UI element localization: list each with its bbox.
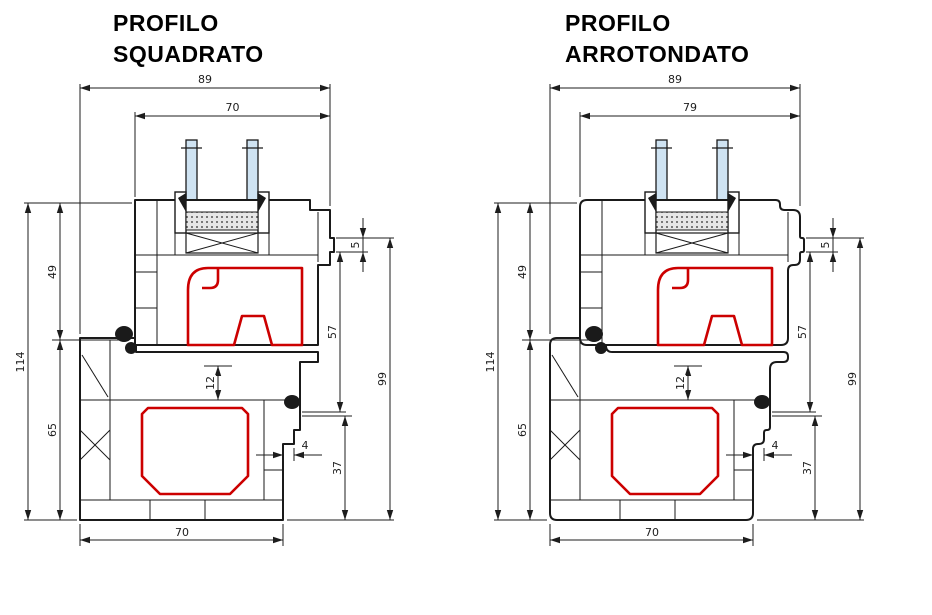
gasket-seals	[115, 193, 300, 409]
frame-gasket-left-2	[595, 342, 607, 354]
dim-label-upper_height: 49	[516, 265, 529, 279]
glass-gasket-right	[728, 193, 736, 212]
glass-gasket-right	[258, 193, 266, 212]
frame-gasket-right	[754, 395, 770, 409]
title-line-1: PROFILO	[113, 10, 219, 36]
steel-reinforcement-outlines	[610, 266, 774, 496]
dimension-labels: 89 79 49 114 65 5 57 99 12 4 37 70	[482, 71, 861, 541]
sash-reinforcement	[186, 266, 304, 347]
sash-outline	[134, 199, 335, 346]
dim-label-lower_height: 65	[516, 423, 529, 437]
dim-label-right_height: 99	[376, 372, 389, 386]
dim-label-total_height: 114	[484, 352, 497, 373]
dim-label-sash_width: 79	[683, 101, 697, 114]
rounded-profile-title: PROFILO ARROTONDATO	[565, 8, 749, 70]
gasket-seals	[585, 193, 770, 409]
steel-reinforcement-outlines	[140, 266, 304, 496]
title-line-2: SQUADRATO	[113, 41, 264, 67]
setting-block-stipple	[185, 211, 259, 231]
sash-reinforcement	[656, 266, 774, 347]
dim-label-overall_width: 89	[668, 73, 682, 86]
dim-label-gasket: 5	[349, 242, 362, 249]
glazing-packers	[655, 211, 729, 254]
sash-reinforcement-hook	[672, 268, 690, 290]
dim-label-right_height: 99	[846, 372, 859, 386]
dimension-lines	[494, 84, 864, 546]
dim-label-clearance: 12	[204, 376, 217, 390]
dim-label-clearance: 12	[674, 376, 687, 390]
frame-reinforcement	[610, 406, 720, 496]
dim-label-total_height: 114	[14, 352, 27, 373]
sash-reinforcement-hook	[202, 268, 220, 290]
frame-gasket-left-2	[125, 342, 137, 354]
dim-label-frame_width: 70	[645, 526, 659, 539]
frame-outline	[79, 337, 319, 521]
dim-label-rebate_height: 57	[326, 325, 339, 339]
dimension-lines	[24, 84, 394, 546]
glazing-packers	[185, 211, 259, 254]
sash-section	[134, 191, 335, 346]
glass-gasket-left	[648, 193, 656, 212]
frame-gasket-left-1	[115, 326, 133, 342]
dim-label-gasket: 5	[819, 242, 832, 249]
dim-label-sash_width: 70	[226, 101, 240, 114]
dimension-labels: 89 70 49 114 65 5 57 99 12 4 37 70	[12, 71, 391, 541]
title-line-1: PROFILO	[565, 10, 671, 36]
dim-label-step: 4	[302, 439, 309, 452]
dim-label-rebate_height: 57	[796, 325, 809, 339]
rounded-profile-drawing: 89 79 49 114 65 5 57 99 12 4 37 70	[482, 71, 864, 546]
setting-block-stipple	[655, 211, 729, 231]
title-line-2: ARROTONDATO	[565, 41, 750, 67]
dim-label-upper_height: 49	[46, 265, 59, 279]
sash-outline	[579, 199, 805, 346]
frame-gasket-left-1	[585, 326, 603, 342]
sash-section	[579, 191, 805, 346]
glass-gasket-left	[178, 193, 186, 212]
dim-label-frame_width: 70	[175, 526, 189, 539]
dim-label-bottom_height: 37	[331, 461, 344, 475]
squared-profile-drawing: 89 70 49 114 65 5 57 99 12 4 37 70	[12, 71, 394, 546]
dim-label-step: 4	[772, 439, 779, 452]
squared-profile-title: PROFILO SQUADRATO	[113, 8, 264, 70]
dim-label-lower_height: 65	[46, 423, 59, 437]
frame-reinforcement	[140, 406, 250, 496]
dim-label-overall_width: 89	[198, 73, 212, 86]
frame-gasket-right	[284, 395, 300, 409]
dim-label-bottom_height: 37	[801, 461, 814, 475]
frame-section	[79, 337, 319, 521]
